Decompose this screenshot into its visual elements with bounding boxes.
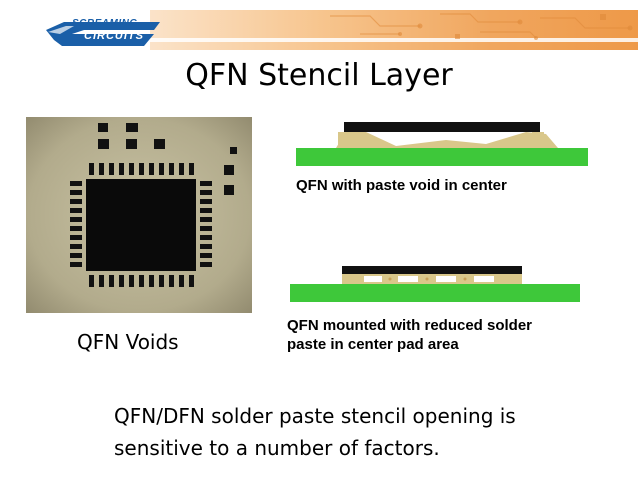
body-line: sensitive to a number of factors.	[114, 436, 440, 460]
body-text: QFN/DFN solder paste stencil opening is …	[114, 400, 614, 464]
photo-caption: QFN Voids	[77, 330, 179, 354]
diagram-caption-line: paste in center pad area	[287, 336, 459, 353]
diagram-caption-line: QFN mounted with reduced solder	[287, 317, 533, 334]
banner-strip	[150, 10, 638, 50]
cross-section-diagram-reduced	[290, 266, 580, 302]
diagram-caption-line: QFN with paste void in center	[296, 177, 507, 194]
diagram-caption-void: QFN with paste void in center	[296, 176, 507, 195]
circuit-pattern	[330, 13, 633, 40]
stencil-photo	[26, 117, 252, 313]
header-banner: SCREAMING CIRCUITS	[0, 10, 638, 50]
body-line: QFN/DFN solder paste stencil opening is	[114, 404, 516, 428]
diagram-caption-reduced: QFN mounted with reduced solder paste in…	[287, 316, 617, 354]
banner-rule	[150, 38, 638, 42]
logo-text-screaming: SCREAMING	[72, 18, 138, 29]
page-title: QFN Stencil Layer	[185, 58, 453, 93]
logo-text-circuits: CIRCUITS	[84, 30, 144, 42]
company-logo: SCREAMING CIRCUITS	[44, 16, 162, 50]
cross-section-diagram-void	[296, 122, 588, 166]
shuttle-logo-icon	[46, 22, 160, 46]
